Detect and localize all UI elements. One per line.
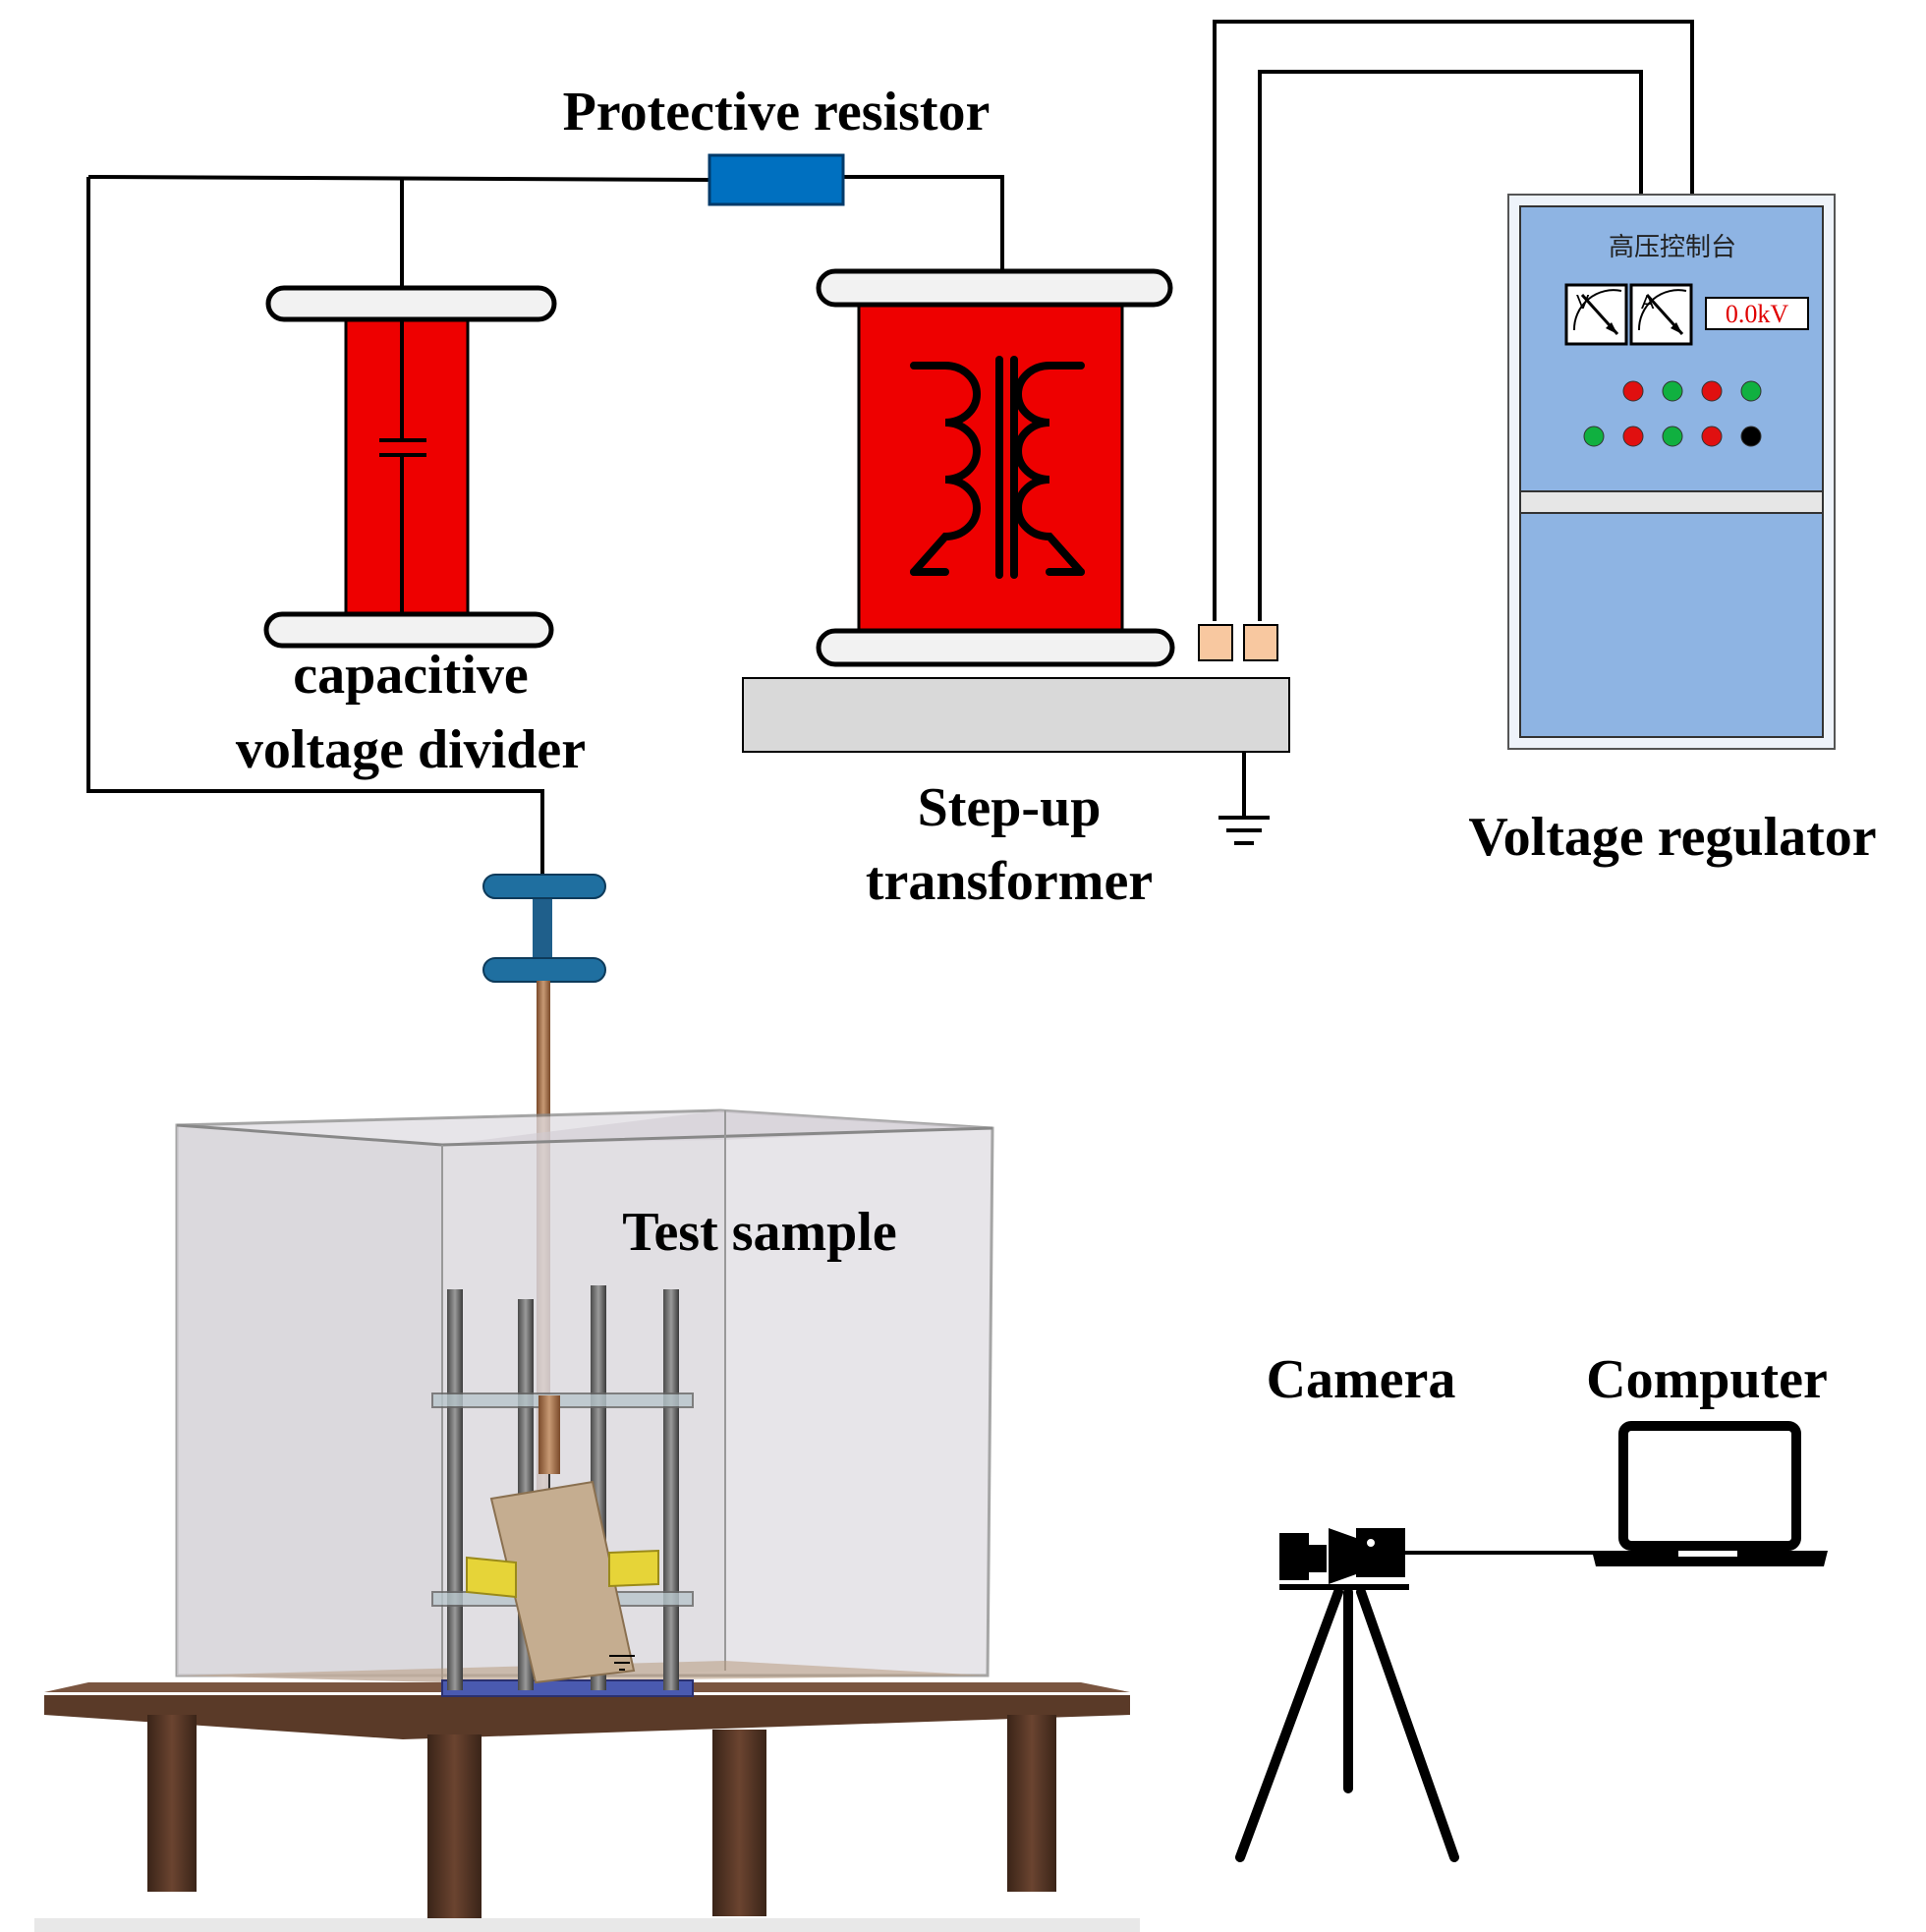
- terminal-right: [1243, 624, 1278, 661]
- wiring: [86, 20, 1694, 1555]
- capacitive-divider-label-line2: voltage divider: [236, 719, 586, 780]
- step-up-label-line2: transformer: [866, 851, 1153, 912]
- regulator-cable-inner: [1258, 70, 1643, 621]
- ammeter: A: [1629, 283, 1693, 346]
- capacitive-divider-label-line1: capacitive: [293, 645, 528, 706]
- resistor-to-transformer-wire: [843, 175, 1004, 270]
- hv-wire-left: [86, 177, 544, 880]
- indicator-light-black: [1740, 426, 1762, 447]
- laptop-icon: [1592, 1421, 1828, 1566]
- indicator-light-green: [1583, 426, 1605, 447]
- step-up-transformer: [742, 268, 1290, 753]
- control-panel-title: 高压控制台: [1609, 233, 1736, 262]
- indicator-light-red: [1701, 380, 1723, 402]
- svg-text:V: V: [1576, 292, 1590, 313]
- protective-resistor-label: Protective resistor: [563, 82, 991, 142]
- kv-readout-box: [1705, 297, 1809, 330]
- svg-text:A: A: [1641, 292, 1655, 313]
- camera-label: Camera: [1267, 1349, 1456, 1410]
- step-up-label-line1: Step-up: [918, 777, 1102, 838]
- test-sample-label: Test sample: [622, 1202, 897, 1263]
- kv-readout: 0.0kV: [1726, 300, 1789, 328]
- terminal-left: [1198, 624, 1233, 661]
- capacitive-voltage-divider: [263, 285, 557, 649]
- test-sample: [431, 1285, 694, 1697]
- indicator-light-red: [1701, 426, 1723, 447]
- indicator-light-green: [1662, 426, 1683, 447]
- ground-symbol: [1218, 816, 1270, 845]
- indicator-light-green: [1662, 380, 1683, 402]
- computer-label: Computer: [1586, 1349, 1828, 1410]
- indicator-light-red: [1622, 380, 1644, 402]
- hv-wire-top: [87, 175, 710, 182]
- indicator-lights-row2: [1583, 426, 1762, 447]
- camera-icon: [1235, 1528, 1459, 1862]
- transformer-symbol: [910, 356, 1085, 579]
- table: [34, 1682, 1140, 1932]
- voltage-regulator: 高压控制台 V A 0.0kV: [1507, 194, 1836, 750]
- regulator-cable-outer: [1213, 20, 1694, 621]
- protective-resistor: [708, 153, 845, 206]
- voltmeter: V: [1564, 283, 1628, 346]
- indicator-light-green: [1740, 380, 1762, 402]
- capacitor-symbol: [379, 319, 426, 614]
- indicator-light-red: [1622, 426, 1644, 447]
- indicator-lights-row1: [1622, 380, 1762, 402]
- voltage-regulator-label: Voltage regulator: [1468, 807, 1876, 868]
